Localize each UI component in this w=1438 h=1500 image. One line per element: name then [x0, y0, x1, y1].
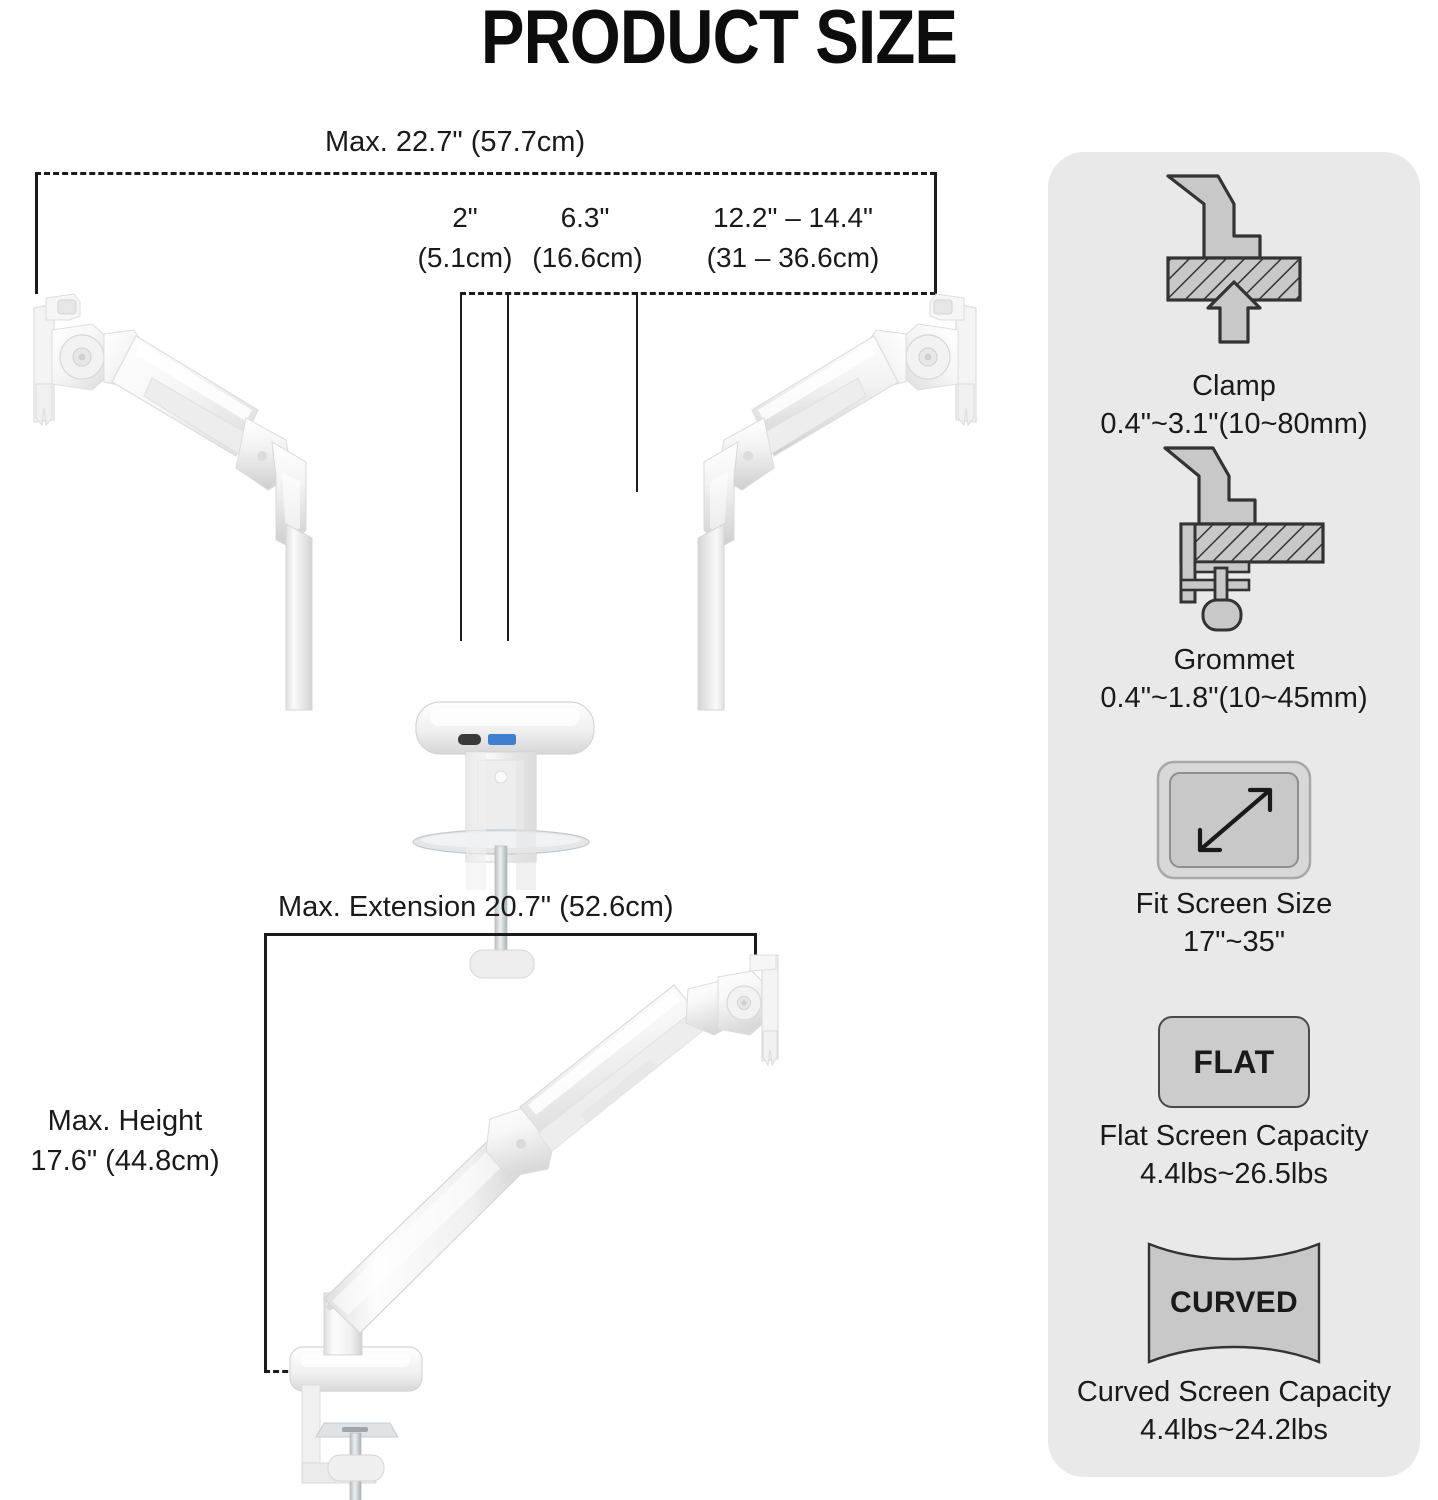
page-title: PRODUCT SIZE: [480, 0, 958, 80]
screen-diagonal-icon: [1156, 760, 1312, 880]
segment-3-inch: 12.2" – 14.4": [712, 202, 873, 233]
spec-title-grommet: Grommet: [1173, 644, 1295, 676]
curved-badge-label: CURVED: [1170, 1286, 1298, 1319]
segment-1-cm: (5.1cm): [417, 242, 513, 273]
spec-value-curved-capacity: 4.4lbs~24.2lbs: [1140, 1413, 1328, 1446]
segment-2-cm: (16.6cm): [532, 242, 643, 273]
leader-line-1: [460, 292, 462, 641]
right-arm: [697, 293, 977, 711]
side-arm-upper-gas-spring: [519, 984, 705, 1148]
side-arm-base-clamp: [289, 1346, 423, 1500]
spec-title-flat-capacity: Flat Screen Capacity: [1099, 1120, 1369, 1152]
spec-item-grommet: Grommet 0.4"~1.8"(10~45mm): [1048, 442, 1420, 717]
max-width-dashed-line: [35, 172, 936, 175]
usb-c-port-icon: [458, 734, 481, 745]
spec-value-screen-size: 17"~35": [1182, 925, 1286, 958]
spec-panel: Clamp 0.4"~3.1"(10~80mm): [1048, 152, 1420, 1477]
single-monitor-arm-illustration: [289, 954, 779, 1500]
curved-screen-badge-icon: [1147, 1242, 1321, 1364]
spec-item-flat-capacity: FLAT Flat Screen Capacity 4.4lbs~26.5lbs: [1048, 998, 1420, 1193]
spec-value-grommet: 0.4"~1.8"(10~45mm): [1100, 681, 1368, 714]
dual-monitor-arm-illustration: [33, 293, 977, 979]
max-extension-right-tick: [754, 933, 757, 963]
max-width-label: Max. 22.7" (57.7cm): [325, 126, 586, 158]
segment-1-inch: 2": [452, 202, 478, 233]
spec-title-curved-capacity: Curved Screen Capacity: [1076, 1376, 1392, 1408]
max-width-left-tick: [35, 172, 38, 294]
max-height-label-line2: 17.6" (44.8cm): [30, 1145, 220, 1177]
spec-title-clamp: Clamp: [1192, 370, 1276, 402]
max-extension-label: Max. Extension 20.7" (52.6cm): [278, 891, 674, 923]
max-height-rule: [264, 948, 267, 1370]
dual-arm-base-hub: [412, 701, 595, 979]
max-extension-rule: [264, 933, 757, 936]
leader-line-3: [636, 292, 638, 492]
clamp-foot-pad: [469, 949, 535, 979]
spec-item-screen-size: Fit Screen Size 17"~35": [1048, 752, 1420, 961]
spec-value-clamp: 0.4"~3.1"(10~80mm): [1100, 407, 1368, 440]
usb-a-port-icon: [488, 734, 516, 745]
spec-title-screen-size: Fit Screen Size: [1135, 888, 1333, 920]
leader-line-2: [507, 292, 509, 641]
segment-2-inch: 6.3": [560, 202, 610, 233]
left-arm: [33, 293, 313, 711]
spec-item-clamp: Clamp 0.4"~3.1"(10~80mm): [1048, 166, 1420, 443]
segment-3-cm: (31 – 36.6cm): [706, 242, 880, 273]
segment-dashed-line: [460, 292, 936, 295]
product-dimension-diagrams: Max. 22.7" (57.7cm) 2" (5.1cm) 6.3" (16.…: [30, 126, 977, 1500]
grommet-mount-icon: [1163, 446, 1325, 632]
spec-item-curved-capacity: CURVED Curved Screen Capacity 4.4lbs~24.…: [1048, 1228, 1420, 1449]
max-height-label-line1: Max. Height: [47, 1105, 203, 1137]
spec-value-flat-capacity: 4.4lbs~26.5lbs: [1140, 1157, 1328, 1190]
max-width-right-tick: [934, 172, 937, 294]
flat-screen-badge-icon: FLAT: [1158, 1016, 1310, 1108]
clamp-mount-icon: [1166, 174, 1302, 344]
